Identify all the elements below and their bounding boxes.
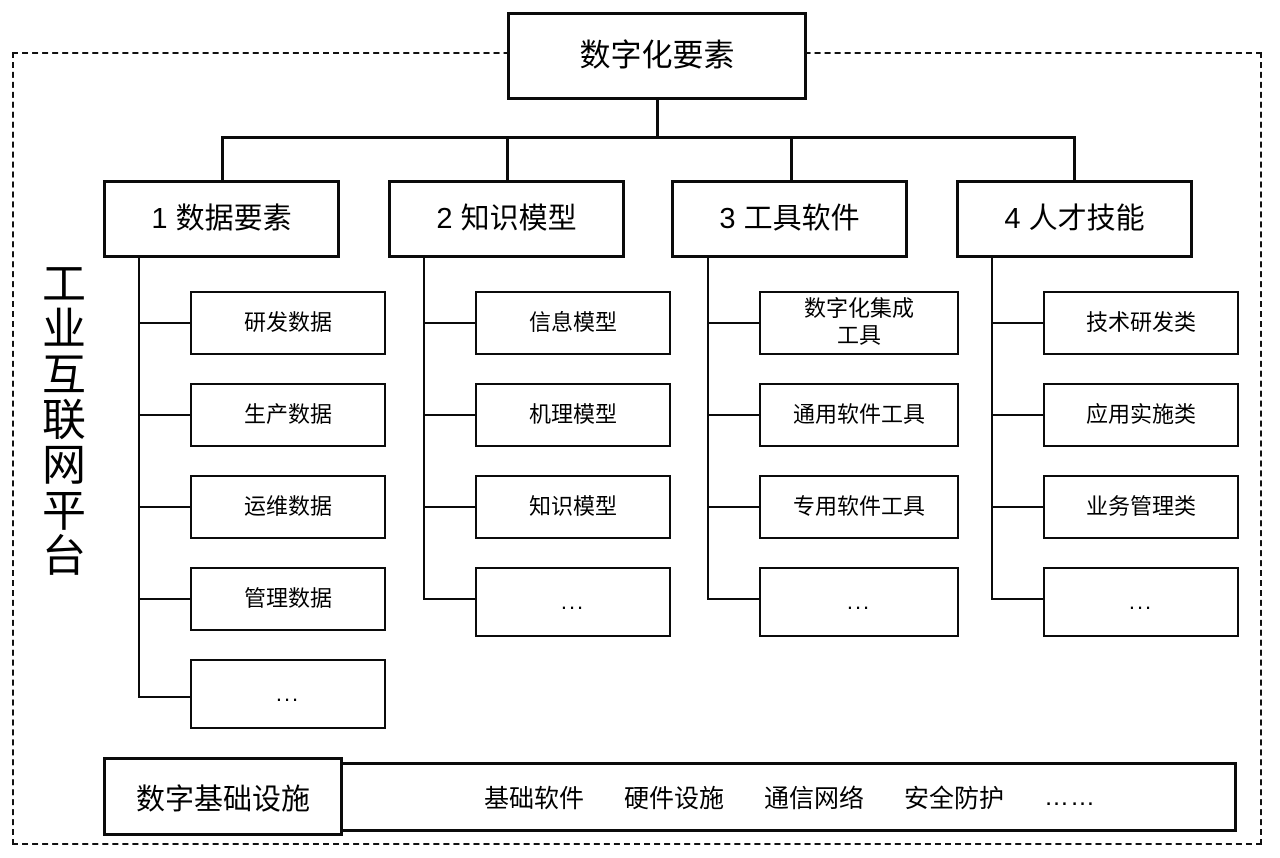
leaf-node-1-4[interactable]: 管理数据: [190, 567, 386, 631]
leaf-node-2-1[interactable]: 信息模型: [475, 291, 671, 355]
infrastructure-item-1[interactable]: 基础软件: [483, 785, 584, 813]
connector-trunk-branch-2: [423, 258, 425, 600]
leaf-node-3-2[interactable]: 通用软件工具: [759, 383, 959, 447]
leaf-node-2-3[interactable]: 知识模型: [475, 475, 671, 539]
root-node-digital-elements[interactable]: 数字化要素: [507, 12, 807, 100]
leaf-node-2-2[interactable]: 机理模型: [475, 383, 671, 447]
connector-trunk-branch-4: [991, 258, 993, 600]
infrastructure-item-2[interactable]: 硬件设施: [623, 785, 724, 813]
infrastructure-item-5-ellipsis: ……: [1044, 782, 1097, 811]
infrastructure-item-list: 基础软件 硬件设施 通信网络 安全防护 ……: [343, 762, 1237, 832]
connector-stub-2-3: [423, 506, 477, 508]
leaf-node-3-3[interactable]: 专用软件工具: [759, 475, 959, 539]
connector-trunk-branch-1: [138, 258, 140, 698]
connector-trunk-branch-3: [707, 258, 709, 600]
branch-node-4-talent-skills[interactable]: 4 人才技能: [956, 180, 1193, 258]
connector-stub-3-4: [707, 598, 761, 600]
connector-root-stem: [656, 100, 659, 138]
connector-level1-bus: [221, 136, 1076, 139]
leaf-node-1-2[interactable]: 生产数据: [190, 383, 386, 447]
leaf-node-1-3[interactable]: 运维数据: [190, 475, 386, 539]
connector-stub-3-3: [707, 506, 761, 508]
connector-stub-2-1: [423, 322, 477, 324]
connector-stub-2-4: [423, 598, 477, 600]
infrastructure-item-4[interactable]: 安全防护: [904, 785, 1005, 813]
connector-stub-1-5: [138, 696, 192, 698]
connector-stub-3-1: [707, 322, 761, 324]
branch-node-3-tool-software[interactable]: 3 工具软件: [671, 180, 908, 258]
connector-drop-branch-1: [221, 136, 224, 180]
leaf-node-4-4-ellipsis[interactable]: ...: [1043, 567, 1239, 637]
leaf-node-3-4-ellipsis[interactable]: ...: [759, 567, 959, 637]
connector-stub-1-1: [138, 322, 192, 324]
leaf-node-1-1[interactable]: 研发数据: [190, 291, 386, 355]
infrastructure-item-3[interactable]: 通信网络: [764, 785, 865, 813]
connector-stub-4-2: [991, 414, 1045, 416]
connector-stub-1-3: [138, 506, 192, 508]
leaf-node-4-2[interactable]: 应用实施类: [1043, 383, 1239, 447]
connector-drop-branch-2: [506, 136, 509, 180]
connector-stub-4-3: [991, 506, 1045, 508]
leaf-node-4-1[interactable]: 技术研发类: [1043, 291, 1239, 355]
leaf-node-1-5-ellipsis[interactable]: ...: [190, 659, 386, 729]
connector-stub-3-2: [707, 414, 761, 416]
leaf-node-3-1[interactable]: 数字化集成 工具: [759, 291, 959, 355]
leaf-node-2-4-ellipsis[interactable]: ...: [475, 567, 671, 637]
connector-stub-1-4: [138, 598, 192, 600]
leaf-node-4-3[interactable]: 业务管理类: [1043, 475, 1239, 539]
connector-drop-branch-4: [1073, 136, 1076, 180]
connector-stub-2-2: [423, 414, 477, 416]
branch-node-1-data-elements[interactable]: 1 数据要素: [103, 180, 340, 258]
connector-stub-1-2: [138, 414, 192, 416]
connector-stub-4-4: [991, 598, 1045, 600]
connector-drop-branch-3: [790, 136, 793, 180]
infrastructure-label[interactable]: 数字基础设施: [103, 757, 343, 836]
platform-vertical-label: 工 业 互 联 网 平 台: [42, 260, 86, 581]
connector-stub-4-1: [991, 322, 1045, 324]
branch-node-2-knowledge-models[interactable]: 2 知识模型: [388, 180, 625, 258]
